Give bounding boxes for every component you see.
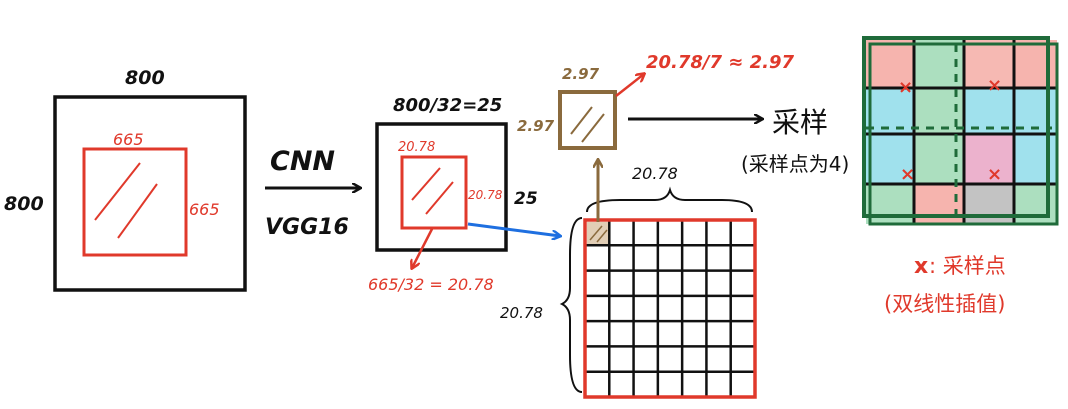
bin-box	[558, 90, 617, 150]
sampling-note: (采样点为4)	[741, 152, 849, 176]
feature-roi-width-label: 20.78	[398, 140, 435, 155]
feature-map-box	[375, 122, 508, 252]
feature-roi-height-label: 20.78	[468, 188, 503, 202]
bilinear-cell	[866, 88, 914, 134]
backbone-group: CNN VGG16	[265, 146, 360, 240]
sample-point-icon: ×	[987, 75, 1002, 96]
feature-map-height-label: 25	[514, 189, 538, 209]
bilinear-grid-lines	[866, 40, 1057, 224]
feature-map-group: 800/32=25 25 20.78 20.78 665/32 = 20.78	[368, 95, 560, 294]
input-width-label: 800	[125, 67, 165, 89]
input-height-label: 800	[4, 193, 44, 215]
legend-bilinear-note: (双线性插值)	[884, 292, 1005, 316]
feature-roi-formula-arrow	[412, 228, 434, 268]
bin-hatch	[570, 106, 593, 135]
bin-width-label: 2.97	[562, 65, 600, 83]
backbone-bottom-label: VGG16	[265, 215, 349, 240]
grid-first-bin-fill	[587, 222, 609, 244]
feature-roi-box	[400, 155, 468, 230]
bin-formula: 20.78/7 ≈ 2.97	[646, 52, 795, 73]
bilinear-cell	[1014, 40, 1057, 88]
input-roi-height-label: 665	[189, 200, 220, 219]
input-roi-box	[82, 147, 188, 257]
feature-map-width-label: 800/32=25	[393, 95, 502, 116]
bilinear-group: × × × × x : 采样点 (双线性插值)	[862, 36, 1059, 316]
bin-group: 2.97 2.97 20.78/7 ≈ 2.97 采样 (采样点为4)	[517, 52, 849, 176]
grid-width-brace	[586, 186, 753, 213]
legend-sample-marker: x	[914, 254, 928, 279]
grid-first-bin-hatch	[596, 229, 608, 243]
input-roi-hatch	[94, 162, 141, 221]
backbone-top-label: CNN	[270, 146, 335, 177]
grid-first-bin-hatch	[589, 225, 603, 241]
bin-height-label: 2.97	[517, 117, 555, 135]
legend-sample-text: : 采样点	[929, 254, 1006, 278]
sampling-label: 采样	[772, 106, 828, 139]
input-roi-hatch	[117, 183, 158, 239]
feature-roi-hatch	[411, 167, 441, 201]
bilinear-outer-box	[868, 42, 1059, 226]
grid-lines	[585, 220, 755, 397]
input-image-box	[53, 95, 247, 292]
sample-point-icon: ×	[900, 164, 915, 185]
grid-outline	[583, 218, 757, 399]
grid-zoom-arrow	[467, 222, 560, 236]
bilinear-cell	[964, 40, 1014, 88]
bilinear-cell	[1014, 134, 1057, 184]
sample-point-icon: ×	[987, 164, 1002, 185]
input-image-group: 800 800 665 665	[4, 67, 247, 292]
grid-width-label: 20.78	[632, 164, 678, 183]
input-roi-width-label: 665	[113, 130, 144, 149]
bilinear-cell	[914, 134, 964, 184]
pooling-grid-group: 20.78 20.78	[500, 160, 757, 399]
bilinear-cell	[964, 88, 1014, 134]
bilinear-cell	[866, 134, 914, 184]
bilinear-cell	[964, 134, 1014, 184]
grid-height-label: 20.78	[500, 304, 543, 322]
feature-roi-hatch	[425, 181, 454, 215]
bin-hatch	[581, 113, 605, 143]
bilinear-cell	[866, 40, 914, 88]
feature-roi-formula: 665/32 = 20.78	[368, 275, 494, 294]
bin-formula-arrow	[615, 74, 644, 97]
sample-point-icon: ×	[898, 77, 913, 98]
grid-height-brace	[559, 217, 583, 393]
